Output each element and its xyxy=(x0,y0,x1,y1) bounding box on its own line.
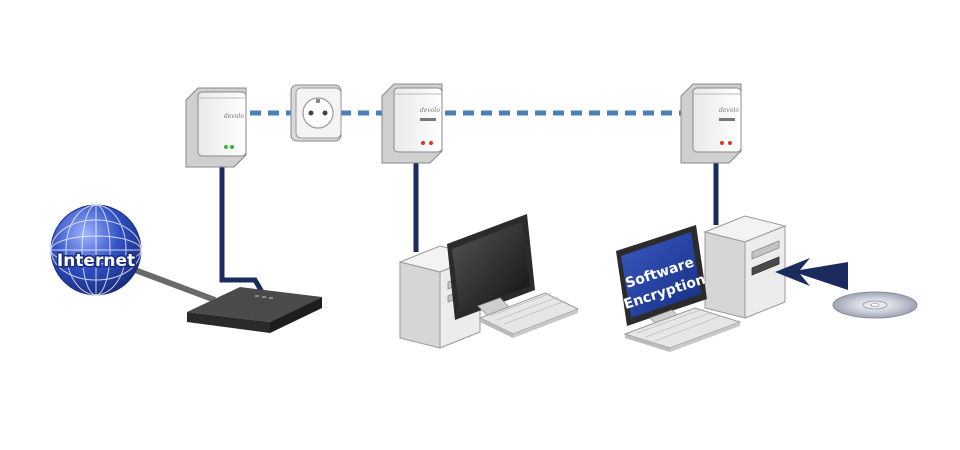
brand-mark: devolo xyxy=(719,107,739,114)
led-icon xyxy=(429,141,433,145)
computer-monitor xyxy=(447,214,535,320)
wall-socket xyxy=(290,84,342,142)
ethernet-cables xyxy=(219,155,719,294)
computer-tower xyxy=(703,215,787,319)
led-icon xyxy=(720,141,724,145)
internet-label: Internet xyxy=(57,251,135,271)
socket-pin-icon xyxy=(308,110,314,116)
insert-arrow-icon xyxy=(775,258,848,290)
led-icon xyxy=(224,145,228,149)
desktop-computer xyxy=(398,214,580,349)
led-icon xyxy=(230,145,234,149)
led-icon xyxy=(421,141,425,145)
encryption-computer: Software Encryption xyxy=(616,215,787,352)
computer-keyboard xyxy=(478,292,580,338)
computer-keyboard xyxy=(623,307,742,352)
powerline-adapter-3: devolo xyxy=(680,83,742,164)
socket-pin-icon xyxy=(322,110,328,116)
brand-mark: devolo xyxy=(420,107,440,114)
internet-cable xyxy=(133,267,217,303)
brand-mark: devolo xyxy=(224,113,244,120)
led-icon xyxy=(728,141,732,145)
powerline-adapter-1: devolo xyxy=(185,87,247,168)
cd-disc xyxy=(832,291,918,319)
internet-globe: Internet xyxy=(50,204,142,296)
router xyxy=(187,287,322,333)
powerline-adapter-2: devolo xyxy=(381,83,443,164)
